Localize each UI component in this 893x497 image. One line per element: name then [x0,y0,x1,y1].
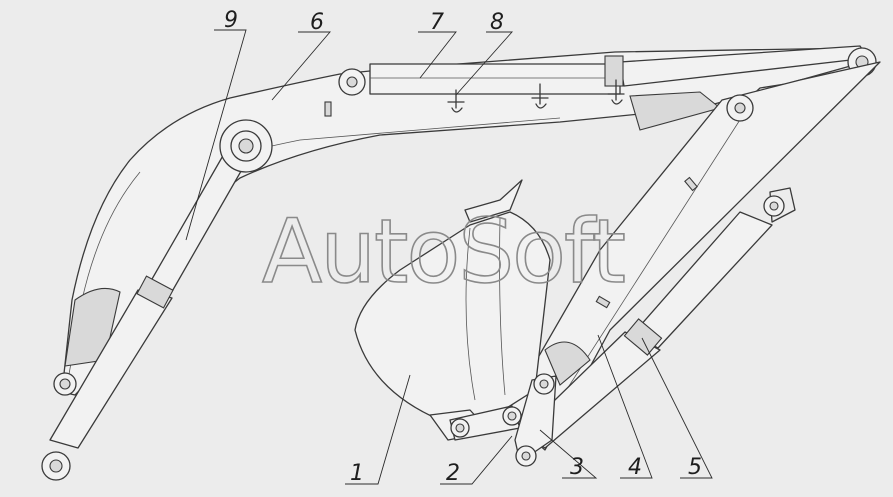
boom-cylinder-part-9 [41,119,273,481]
callout-9: 9 [224,8,238,33]
callout-4: 4 [628,455,642,480]
callout-8: 8 [490,10,504,35]
callout-1: 1 [350,461,364,486]
callout-6: 6 [310,10,324,35]
clamps-part-8 [324,79,625,117]
callout-5: 5 [688,455,702,480]
callout-3: 3 [570,455,584,480]
callout-7: 7 [430,10,444,35]
bucket-cylinder-part-5 [521,187,796,449]
arm-cylinder-part-7 [338,45,877,96]
leader-lines [185,29,713,485]
callout-2: 2 [446,461,460,486]
watermark-text: AutoSoft [262,200,624,303]
linkage-part-3 [514,373,557,467]
